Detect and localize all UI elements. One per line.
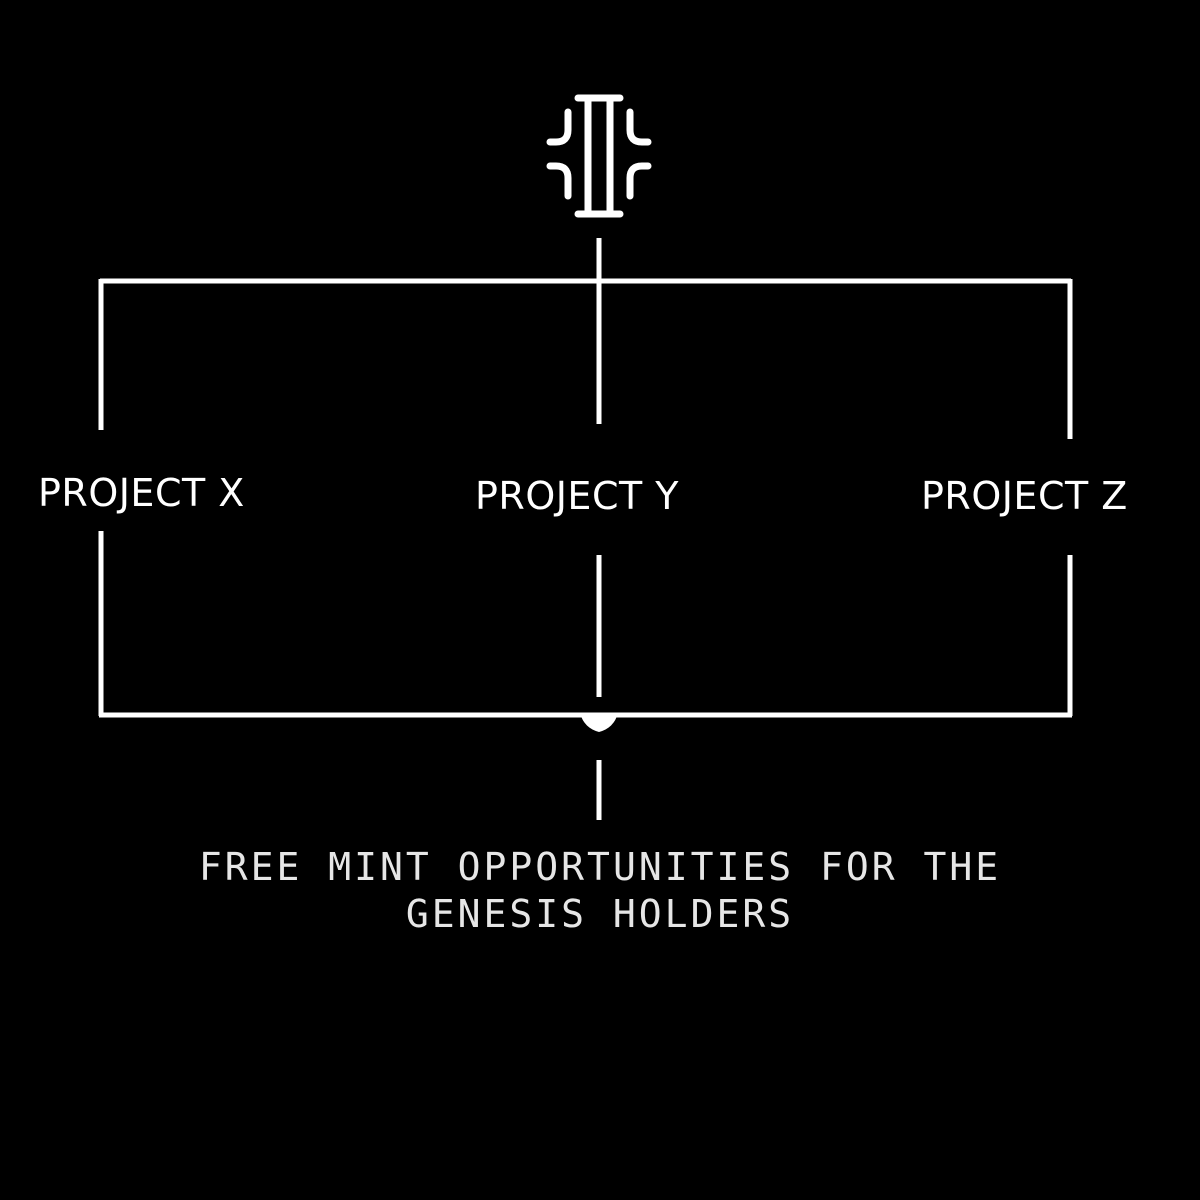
project-y-label: PROJECT Y — [475, 474, 679, 518]
caption-line-2: GENESIS HOLDERS — [405, 892, 795, 936]
caption-line-1: FREE MINT OPPORTUNITIES FOR THE — [198, 845, 1002, 889]
project-z-label: PROJECT Z — [921, 474, 1128, 518]
genesis-logo-icon — [546, 94, 652, 218]
junction-node — [580, 713, 618, 732]
project-x-label: PROJECT X — [38, 471, 245, 515]
